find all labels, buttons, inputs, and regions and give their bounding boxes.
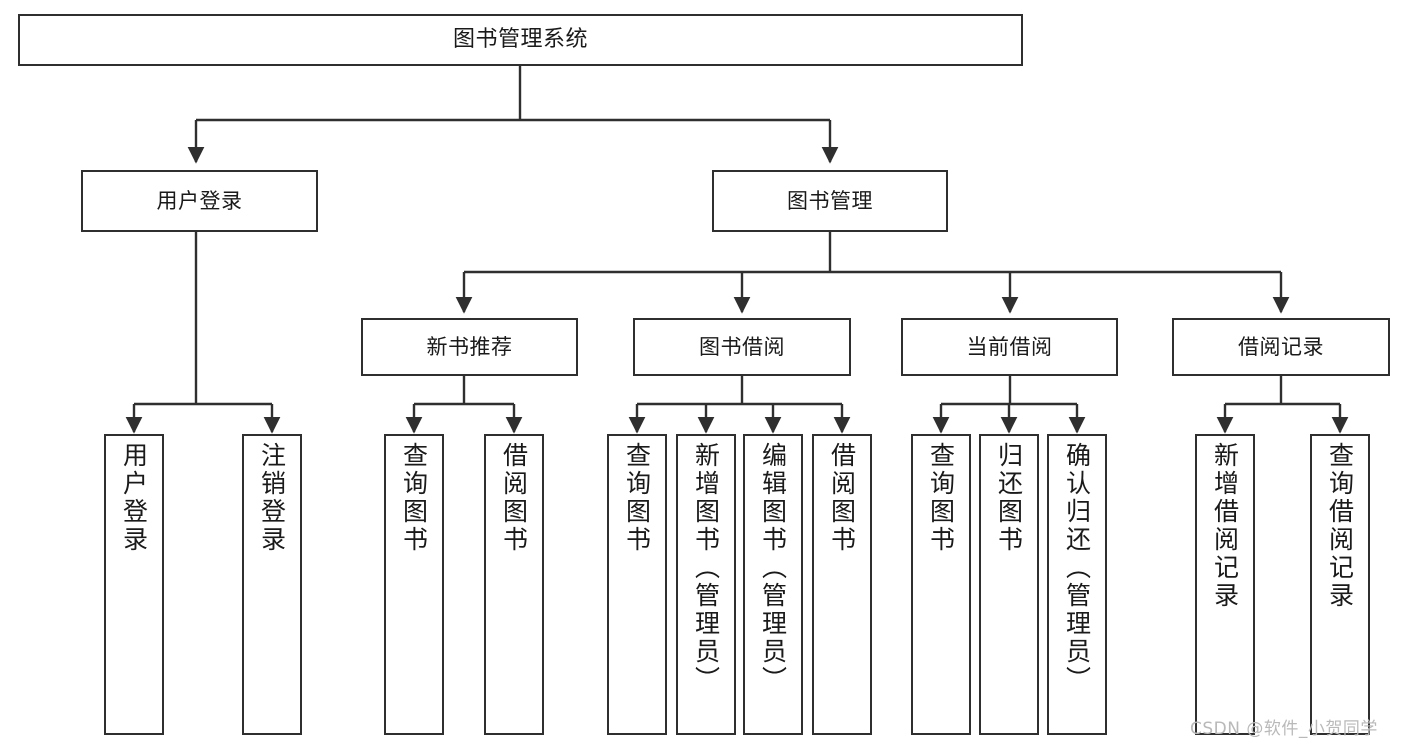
node-label: 新增图书（管理员） [691, 442, 721, 694]
node-label: 用户登录 [119, 442, 149, 554]
leaf-edit-book-admin[interactable]: 编辑图书（管理员） [743, 434, 803, 735]
leaf-add-book-admin[interactable]: 新增图书（管理员） [676, 434, 736, 735]
csdn-watermark: CSDN @软件_小贺同学 [1190, 719, 1378, 739]
leaf-query-book-recommend[interactable]: 查询图书 [384, 434, 444, 735]
node-label: 借阅记录 [1238, 334, 1324, 359]
node-label: 借阅图书 [499, 442, 529, 554]
node-label: 图书管理系统 [452, 27, 588, 53]
node-label: 图书管理 [787, 188, 873, 213]
leaf-return-book[interactable]: 归还图书 [979, 434, 1039, 735]
leaf-borrow-book[interactable]: 借阅图书 [812, 434, 872, 735]
leaf-add-borrow-record[interactable]: 新增借阅记录 [1195, 434, 1255, 735]
node-label: 图书借阅 [699, 334, 785, 359]
leaf-logout[interactable]: 注销登录 [242, 434, 302, 735]
leaf-query-book-current[interactable]: 查询图书 [911, 434, 971, 735]
leaf-borrow-book-recommend[interactable]: 借阅图书 [484, 434, 544, 735]
node-label: 查询图书 [926, 442, 956, 554]
node-label: 查询图书 [622, 442, 652, 554]
node-new-book-recommend[interactable]: 新书推荐 [361, 318, 578, 376]
node-label: 确认归还（管理员） [1062, 442, 1092, 694]
node-label: 编辑图书（管理员） [758, 442, 788, 694]
node-label: 新增借阅记录 [1210, 442, 1240, 610]
node-label: 归还图书 [994, 442, 1024, 554]
node-label: 注销登录 [257, 442, 287, 554]
node-label: 当前借阅 [966, 334, 1053, 359]
node-root-system[interactable]: 图书管理系统 [18, 14, 1023, 66]
node-label: 借阅图书 [827, 442, 857, 554]
leaf-confirm-return-admin[interactable]: 确认归还（管理员） [1047, 434, 1107, 735]
node-label: 新书推荐 [426, 334, 513, 359]
node-current-borrow[interactable]: 当前借阅 [901, 318, 1118, 376]
leaf-user-login[interactable]: 用户登录 [104, 434, 164, 735]
node-book-borrow[interactable]: 图书借阅 [633, 318, 851, 376]
leaf-query-book-borrow[interactable]: 查询图书 [607, 434, 667, 735]
node-label: 查询图书 [399, 442, 429, 554]
node-label: 查询借阅记录 [1325, 442, 1355, 610]
node-label: 用户登录 [156, 188, 243, 213]
node-book-management[interactable]: 图书管理 [712, 170, 948, 232]
node-borrow-records[interactable]: 借阅记录 [1172, 318, 1390, 376]
node-user-login[interactable]: 用户登录 [81, 170, 318, 232]
leaf-query-borrow-record[interactable]: 查询借阅记录 [1310, 434, 1370, 735]
